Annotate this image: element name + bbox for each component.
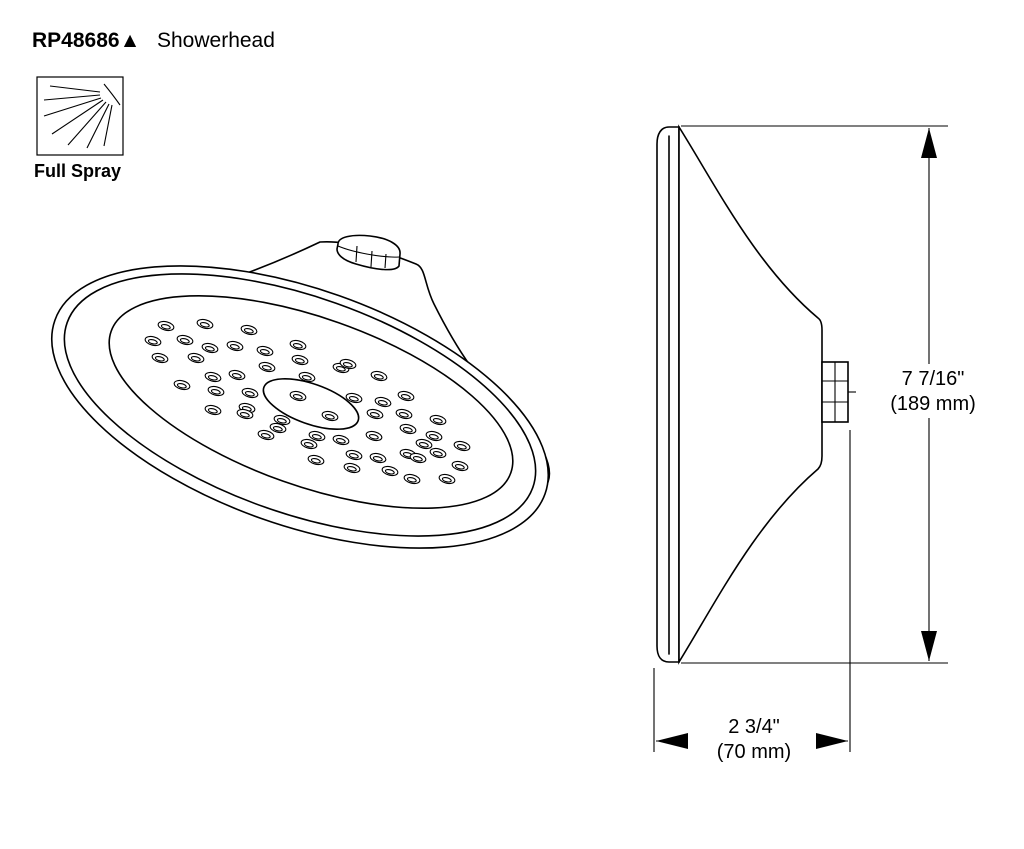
spray-nozzle-tip [207, 408, 218, 414]
spray-nozzles [144, 318, 471, 485]
spray-nozzle-tip [384, 469, 395, 475]
spray-nozzle-tip [406, 477, 417, 483]
side-face-plate [656, 126, 680, 663]
spray-mode: Full Spray [34, 76, 124, 181]
spray-nozzle-tip [402, 427, 413, 433]
spray-nozzle-tip [292, 394, 303, 400]
spray-nozzle-tip [190, 356, 201, 362]
spray-nozzle-tip [231, 373, 242, 379]
arrow-down-icon [921, 631, 937, 661]
spray-nozzle-tip [160, 324, 171, 330]
spray-nozzle-tip [456, 444, 467, 450]
showerhead-side-view [656, 124, 856, 665]
spray-nozzle-tip [179, 338, 190, 344]
spray-nozzle-tip [428, 434, 439, 440]
spray-nozzle-tip [261, 365, 272, 371]
spray-nozzle-tip [204, 346, 215, 352]
spray-nozzle-tip [432, 451, 443, 457]
spray-nozzle-tip [441, 477, 452, 483]
spray-nozzle-tip [368, 434, 379, 440]
arrow-right-icon [816, 733, 848, 749]
depth-metric: (70 mm) [717, 741, 791, 763]
spray-nozzle-tip [373, 374, 384, 380]
model-code: RP48686▲ [32, 29, 140, 52]
height-metric: (189 mm) [890, 393, 976, 415]
spray-nozzle-tip [147, 339, 158, 345]
arrow-left-icon [656, 733, 688, 749]
spray-nozzle-tip [335, 366, 346, 372]
spray-nozzle-tip [154, 356, 165, 362]
header: RP48686▲ Showerhead [32, 29, 275, 52]
spray-nozzle-tip [294, 358, 305, 364]
spray-nozzle-tip [229, 344, 240, 350]
spray-nozzle-tip [348, 396, 359, 402]
spray-nozzle-tip [311, 434, 322, 440]
spray-nozzle-tip [418, 442, 429, 448]
side-body [678, 124, 823, 665]
spray-nozzle-tip [199, 322, 210, 328]
spray-nozzle-tip [412, 456, 423, 462]
spray-nozzle-tip [372, 456, 383, 462]
spray-nozzle-tip [292, 343, 303, 349]
arrow-up-icon [921, 128, 937, 158]
depth-dimension: 2 3/4" (70 mm) [653, 430, 851, 763]
showerhead-perspective-view [50, 234, 551, 549]
spray-nozzle-tip [432, 418, 443, 424]
spray-nozzle-tip [276, 418, 287, 424]
spray-nozzle-tip [346, 466, 357, 472]
spray-nozzle-tip [260, 433, 271, 439]
side-connector [821, 361, 856, 423]
spray-nozzle-tip [398, 412, 409, 418]
depth-imperial: 2 3/4" [728, 716, 780, 738]
spray-nozzle-tip [210, 389, 221, 395]
spray-nozzle-tip [310, 458, 321, 464]
spray-nozzle-tip [369, 412, 380, 418]
spray-nozzle-tip [400, 394, 411, 400]
spray-nozzle-tip [259, 349, 270, 355]
height-imperial: 7 7/16" [902, 368, 965, 390]
spray-nozzle-tip [243, 328, 254, 334]
spray-nozzle-tip [377, 400, 388, 406]
spray-nozzle-tip [301, 375, 312, 381]
spray-nozzle-tip [272, 426, 283, 432]
connector-nut [336, 234, 401, 271]
spray-nozzle-tip [348, 453, 359, 459]
product-name: Showerhead [157, 29, 275, 52]
spray-nozzle-tip [239, 412, 250, 418]
spray-nozzle-tip [324, 414, 335, 420]
spray-nozzle-tip [207, 375, 218, 381]
spray-mode-label: Full Spray [34, 161, 121, 181]
height-dimension: 7 7/16" (189 mm) [681, 125, 978, 664]
spray-nozzle-tip [176, 383, 187, 389]
spray-nozzle-tip [303, 442, 314, 448]
spray-nozzle-tip [454, 464, 465, 470]
full-spray-icon [36, 76, 124, 156]
spray-nozzle-tip [244, 391, 255, 397]
spray-nozzle-tip [335, 438, 346, 444]
spray-nozzle-tip [342, 362, 353, 368]
